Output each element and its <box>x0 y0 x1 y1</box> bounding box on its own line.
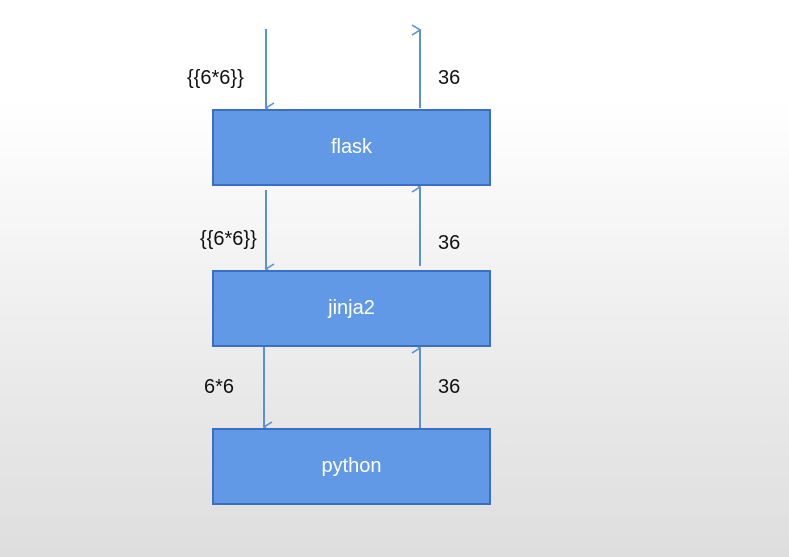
flask-layer-label: flask <box>330 136 373 158</box>
response-label-python: 36 <box>438 376 461 398</box>
request-label-flask: {{6*6}} <box>187 67 244 89</box>
flask-layer-box: flask <box>212 109 491 186</box>
request-label-python: 6*6 <box>204 376 235 398</box>
response-label-flask: 36 <box>438 67 461 89</box>
python-layer-box: python <box>212 428 491 505</box>
jinja2-layer-label: jinja2 <box>328 297 375 319</box>
python-layer-label: python <box>321 455 382 477</box>
jinja2-layer-box: jinja2 <box>212 270 491 347</box>
response-label-jinja2: 36 <box>438 232 461 254</box>
request-label-jinja2: {{6*6}} <box>200 228 257 250</box>
